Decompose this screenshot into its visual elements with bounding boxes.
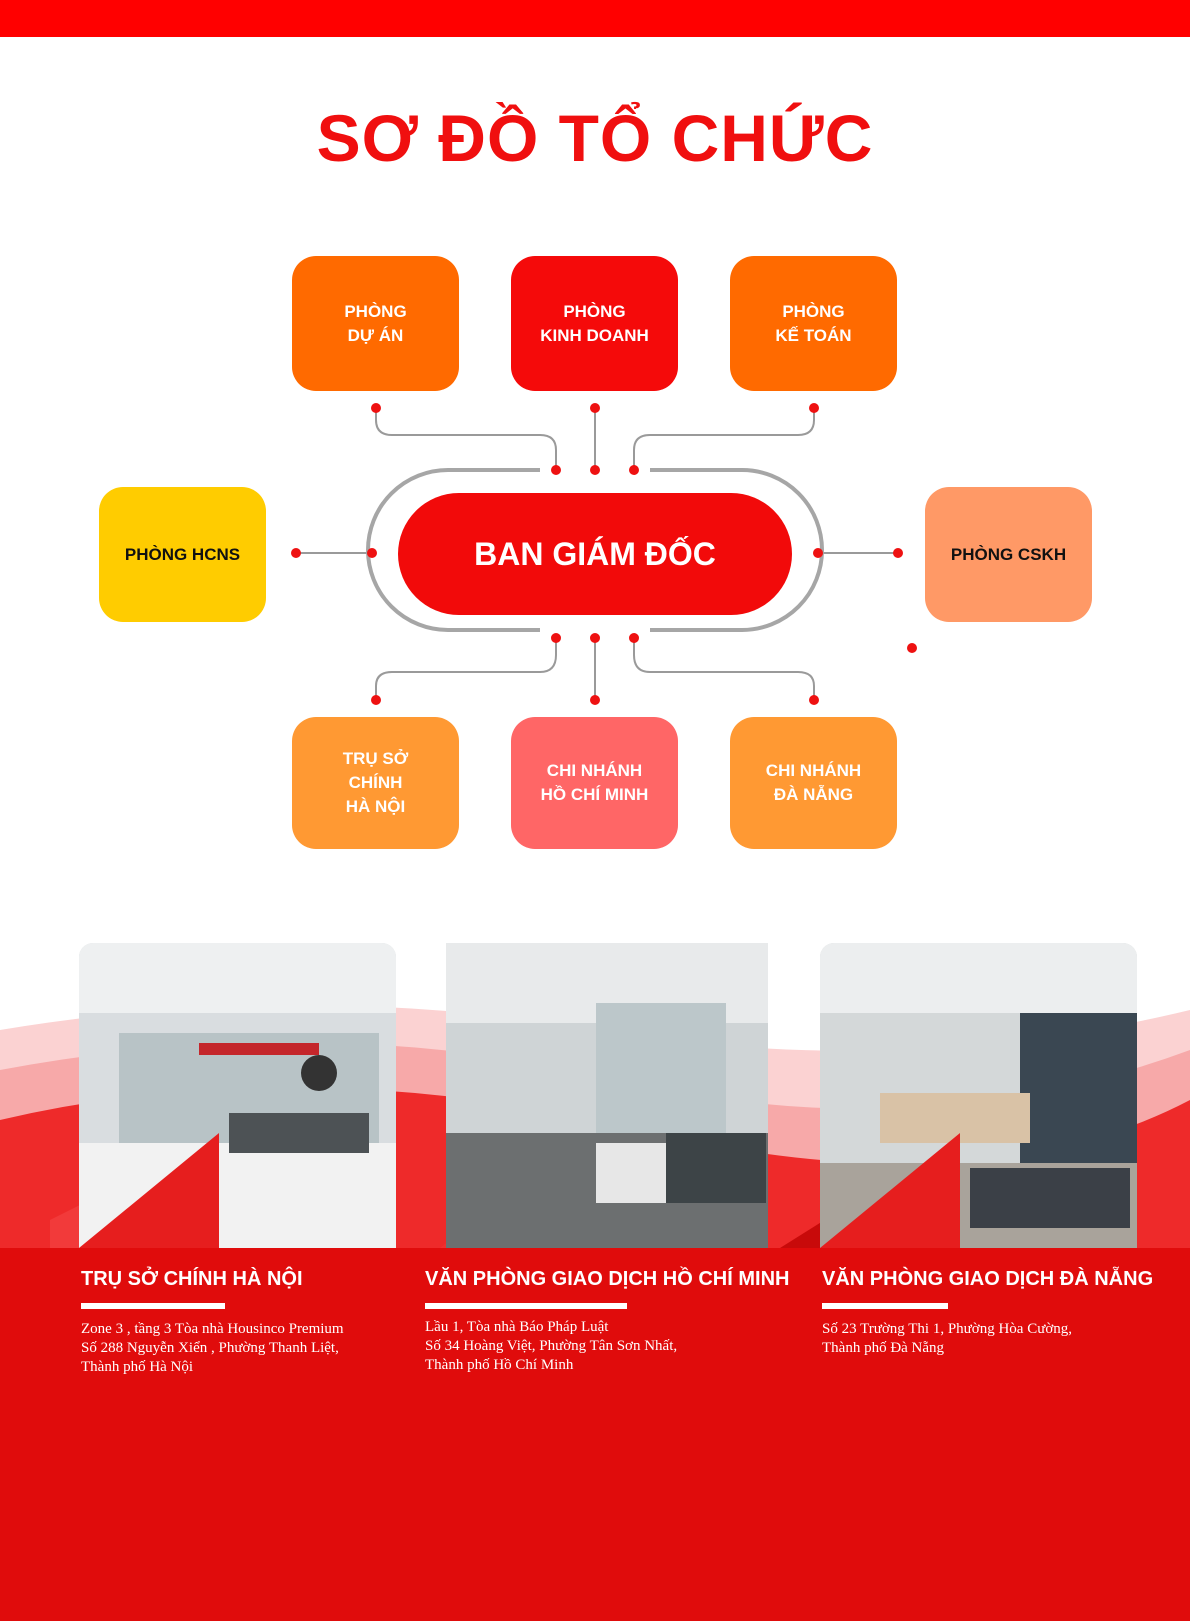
office-title-ho-chi-minh: VĂN PHÒNG GIAO DỊCH HỒ CHÍ MINH xyxy=(425,1268,790,1290)
dot xyxy=(371,403,381,413)
node-phong-ke-toan: PHÒNG KẾ TOÁN xyxy=(730,256,897,391)
dot xyxy=(813,548,823,558)
dot xyxy=(590,403,600,413)
dot xyxy=(629,465,639,475)
connector-top-right xyxy=(633,408,815,470)
dot xyxy=(590,465,600,475)
dot xyxy=(590,633,600,643)
office-title-ha-noi: TRỤ SỞ CHÍNH HÀ NỘI xyxy=(81,1268,303,1290)
dot xyxy=(893,548,903,558)
office-photo-ha-noi xyxy=(79,943,396,1248)
office-underline xyxy=(822,1303,948,1309)
dot xyxy=(809,695,819,705)
dot xyxy=(907,643,917,653)
org-connectors xyxy=(291,403,917,705)
node-phong-cskh: PHÒNG CSKH xyxy=(925,487,1092,622)
node-tru-so-chinh-ha-noi: TRỤ SỞ CHÍNH HÀ NỘI xyxy=(292,717,459,849)
dot xyxy=(629,633,639,643)
dot xyxy=(291,548,301,558)
office-photo-ho-chi-minh xyxy=(446,943,768,1248)
dot xyxy=(551,465,561,475)
dot xyxy=(371,695,381,705)
page-title: SƠ ĐỒ TỔ CHỨC xyxy=(316,101,874,175)
office-photo-da-nang xyxy=(820,943,1137,1248)
office-address-da-nang: Số 23 Trường Thi 1, Phường Hòa Cường, Th… xyxy=(822,1321,1073,1356)
dot xyxy=(590,695,600,705)
node-phong-hcns: PHÒNG HCNS xyxy=(99,487,266,622)
connector-top-left xyxy=(375,408,557,470)
node-phong-du-an: PHÒNG DỰ ÁN xyxy=(292,256,459,391)
node-chi-nhanh-ho-chi-minh: CHI NHÁNH HỒ CHÍ MINH xyxy=(511,717,678,849)
node-ban-giam-doc: BAN GIÁM ĐỐC xyxy=(398,493,792,615)
office-address-ho-chi-minh: Lầu 1, Tòa nhà Báo Pháp Luật Số 34 Hoàng… xyxy=(425,1319,678,1373)
connector-bottom-right xyxy=(633,638,815,700)
office-title-da-nang: VĂN PHÒNG GIAO DỊCH ĐÀ NẴNG xyxy=(822,1268,1154,1290)
node-phong-kinh-doanh: PHÒNG KINH DOANH xyxy=(511,256,678,391)
top-bar xyxy=(0,0,1190,37)
office-underline xyxy=(81,1303,225,1309)
office-address-ha-noi: Zone 3 , tầng 3 Tòa nhà Housinco Premium… xyxy=(81,1321,344,1375)
office-underline xyxy=(425,1303,627,1309)
dot xyxy=(809,403,819,413)
connector-bottom-left xyxy=(375,638,557,700)
node-chi-nhanh-da-nang: CHI NHÁNH ĐÀ NẴNG xyxy=(730,717,897,849)
dot xyxy=(551,633,561,643)
dot xyxy=(367,548,377,558)
